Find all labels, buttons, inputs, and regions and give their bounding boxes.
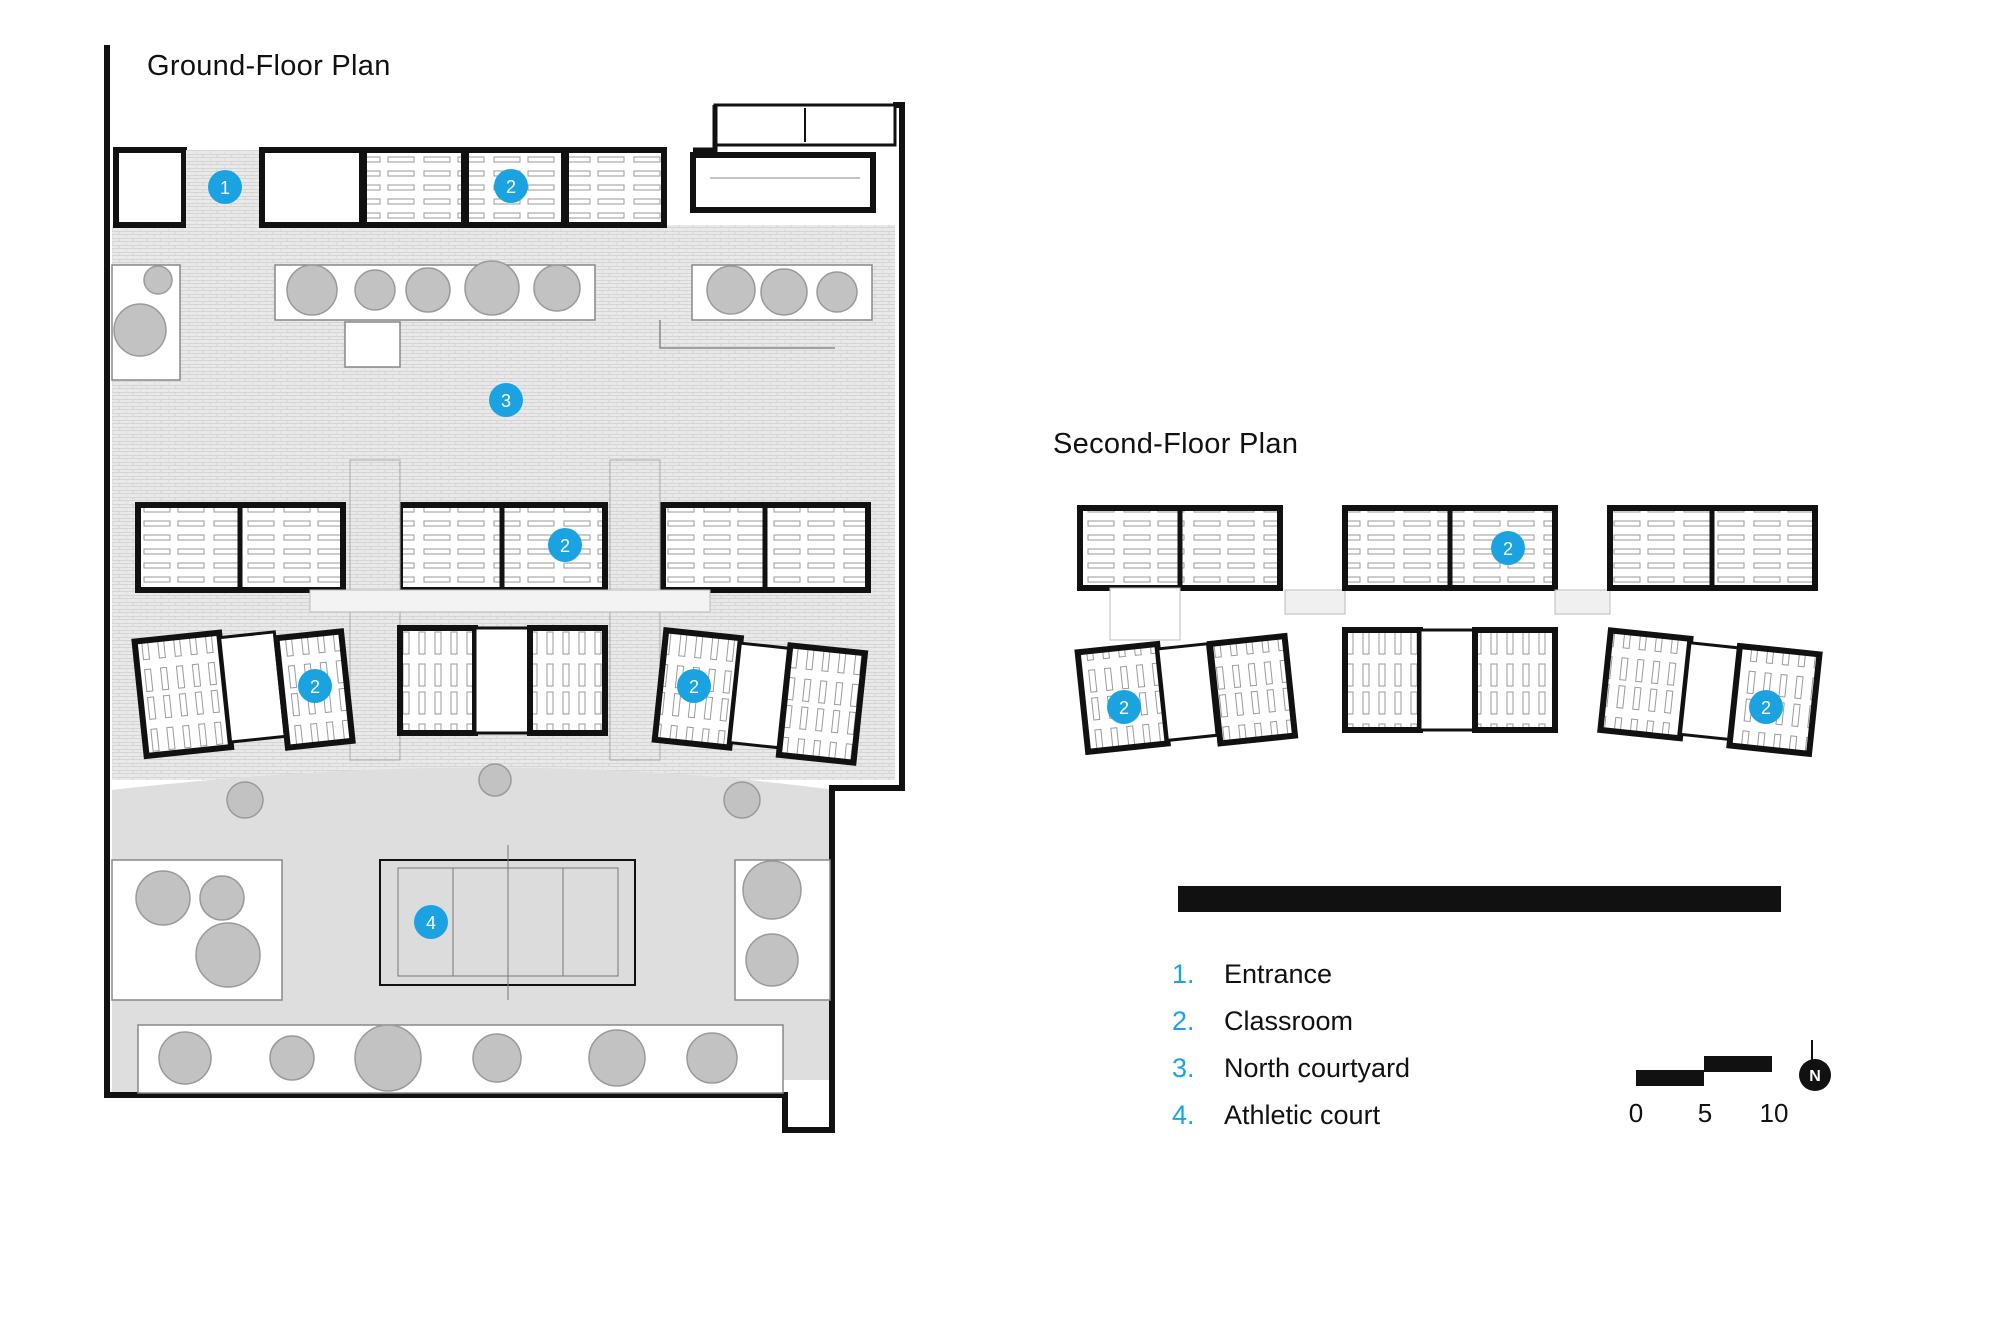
legend-item-classroom: 2. Classroom (1172, 1003, 1353, 1039)
trees (113, 260, 858, 1092)
scale-label-0: 0 (1628, 1098, 1644, 1128)
marker-classroom: 2 (1107, 690, 1141, 724)
site-boundary-wall (104, 45, 905, 1133)
second-classroom-block-center (1342, 505, 1558, 733)
legend-item-courtyard: 3. North courtyard (1172, 1050, 1410, 1086)
legend-label: Athletic court (1224, 1100, 1381, 1130)
ground-floor-title: Ground-Floor Plan (147, 50, 391, 82)
marker-classroom-label: 2 (310, 677, 320, 697)
divider-bar (1178, 886, 1781, 912)
legend-number: 1. (1172, 959, 1195, 989)
legend-label: Entrance (1224, 959, 1333, 989)
north-building (113, 103, 897, 228)
marker-classroom-label: 2 (560, 536, 570, 556)
marker-classroom-label: 2 (689, 677, 699, 697)
second-floor-plan: 2 2 2 (1074, 505, 1823, 758)
legend-item-athletic: 4. Athletic court (1172, 1097, 1380, 1133)
marker-classroom-label: 2 (1761, 698, 1771, 718)
ground-markers: 1 2 3 2 2 (208, 169, 711, 939)
marker-entrance: 1 (208, 170, 242, 204)
second-markers: 2 2 2 (1107, 531, 1783, 724)
legend-label: North courtyard (1224, 1053, 1411, 1083)
north-arrow: N (1799, 1040, 1831, 1091)
marker-classroom: 2 (1749, 690, 1783, 724)
marker-classroom-label: 2 (1503, 539, 1513, 559)
legend-number: 4. (1172, 1100, 1195, 1130)
marker-athletic: 4 (414, 905, 448, 939)
scale-label-5: 5 (1697, 1098, 1713, 1128)
scale-label-10: 10 (1759, 1098, 1789, 1128)
marker-courtyard-label: 3 (501, 391, 511, 411)
marker-classroom: 2 (298, 669, 332, 703)
marker-classroom: 2 (1491, 531, 1525, 565)
marker-classroom: 2 (494, 169, 528, 203)
north-label: N (1809, 1068, 1821, 1085)
legend-number: 2. (1172, 1006, 1195, 1036)
marker-classroom: 2 (548, 528, 582, 562)
marker-classroom-label: 2 (1119, 698, 1129, 718)
second-classroom-block-east (1597, 505, 1823, 758)
marker-entrance-label: 1 (220, 178, 230, 198)
ground-floor-plan: 1 2 3 2 2 (104, 45, 905, 1133)
classroom-wings-ground (131, 459, 871, 766)
legend-number: 3. (1172, 1053, 1195, 1083)
legend-item-entrance: 1. Entrance (1172, 956, 1332, 992)
marker-courtyard: 3 (489, 383, 523, 417)
marker-athletic-label: 4 (426, 913, 436, 933)
second-floor-title: Second-Floor Plan (1053, 428, 1299, 460)
marker-classroom: 2 (677, 669, 711, 703)
second-classroom-block-west (1074, 505, 1299, 756)
second-bridge-west (1284, 589, 1346, 615)
second-bridge-east (1554, 589, 1611, 615)
marker-classroom-label: 2 (506, 177, 516, 197)
graphic-scale (1636, 1056, 1772, 1086)
legend-label: Classroom (1224, 1006, 1354, 1036)
